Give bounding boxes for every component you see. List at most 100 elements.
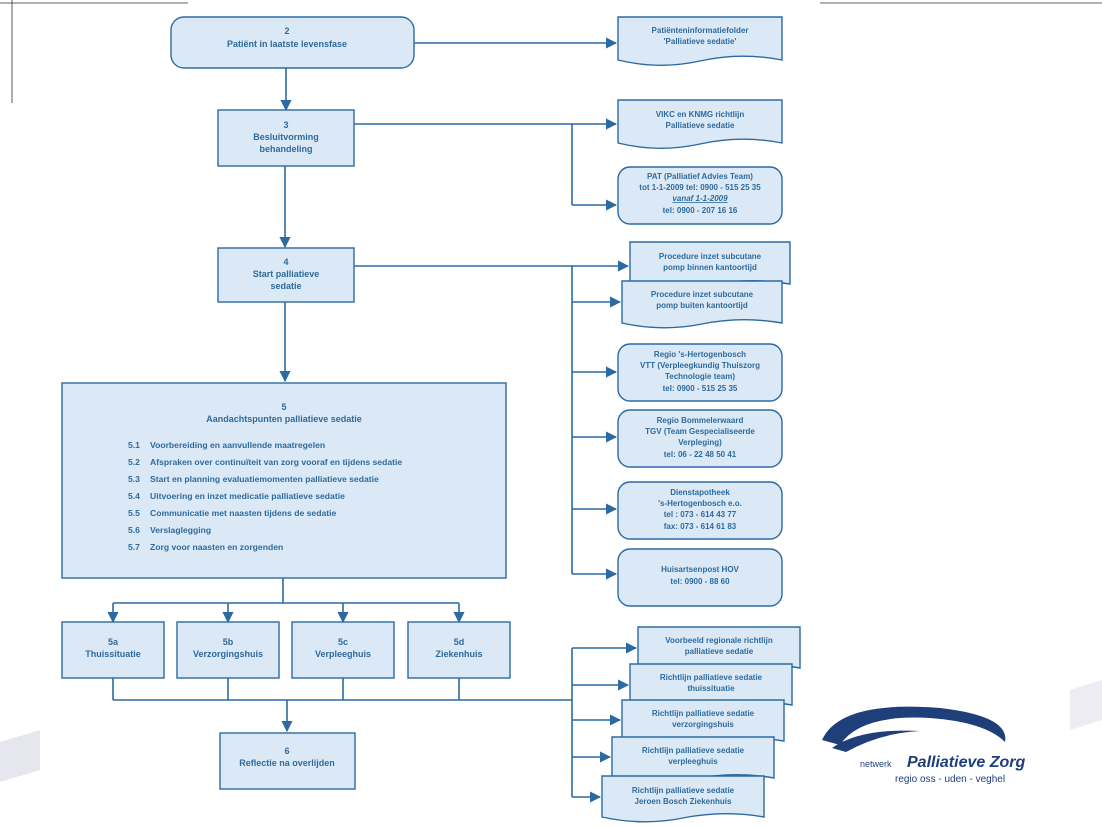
doc-tgv-contact: Regio Bommelerwaard TGV (Team Gespeciali… [617,409,783,468]
step-6-number: 6 [284,746,289,756]
step-5-item-text: Start en planning evaluatiemomenten pall… [150,474,379,484]
step-2-box: 2 Patiënt in laatste levensfase [170,16,415,69]
step-6-box: 6 Reflectie na overlijden [219,732,356,790]
decor-shape-right [1070,680,1102,730]
logo-name: Palliatieve Zorg [907,754,1025,771]
logo-swoosh-icon [822,706,1006,745]
doc-verpleeg-line2: verpleeghuis [668,757,718,766]
step-5-item-number: 5.6 [128,525,140,535]
doc-apotheek-line3: tel : 073 - 614 43 77 [664,510,737,519]
step-5-title: Aandachtspunten palliatieve sedatie [206,414,362,424]
step-4-label-line2: sedatie [270,281,301,291]
step-3-label-line1: Besluitvorming [253,132,319,142]
doc-verzorging-line1: Richtlijn palliatieve sedatie [652,709,755,718]
step-5a-number: 5a [108,637,119,647]
logo-region: regio oss - uden - veghel [895,774,1005,785]
step-5d-label: Ziekenhuis [435,649,482,659]
logo-swoosh-inner-icon [832,730,920,752]
step-5a-label: Thuissituatie [85,649,141,659]
doc-procedure-outside-hours: Procedure inzet subcutane pomp buiten ka… [621,280,783,329]
network-logo: netwerk Palliatieve Zorg regio oss - ude… [822,706,1025,785]
step-3-number: 3 [283,120,288,130]
step-5d-box: 5d Ziekenhuis [407,621,511,679]
step-6-label: Reflectie na overlijden [239,758,335,768]
doc-vikc-line2: Palliatieve sedatie [666,121,735,130]
doc-gp-post-contact: Huisartsenpost HOV tel: 0900 - 88 60 [617,548,783,607]
step-5c-number: 5c [338,637,348,647]
doc-vtt-line2: VTT (Verpleegkundig Thuiszorg [640,361,760,370]
doc-patient-folder-line2: 'Palliatieve sedatie' [664,37,737,46]
doc-patient-folder-line1: Patiënteninformatiefolder [652,26,749,35]
connectors [107,37,638,803]
doc-vtt-contact: Regio 's-Hertogenbosch VTT (Verpleegkund… [617,343,783,402]
step-5-item-text: Afspraken over continuïteit van zorg voo… [150,457,402,467]
doc-vtt-line3: Technologie team) [665,372,735,381]
doc-pat-line2: tot 1-1-2009 tel: 0900 - 515 25 35 [639,183,761,192]
doc-tgv-line4: tel: 06 - 22 48 50 41 [664,450,737,459]
doc-hov-line1: Huisartsenpost HOV [661,565,739,574]
step-4-number: 4 [283,257,288,267]
doc-patient-folder: Patiënteninformatiefolder 'Palliatieve s… [617,16,783,66]
step-5c-label: Verpleeghuis [315,649,371,659]
step-5-item-number: 5.5 [128,508,140,518]
step-2-label: Patiënt in laatste levensfase [227,39,347,49]
step-2-number: 2 [284,26,289,36]
decor-shape-left [0,730,40,782]
step-4-box: 4 Start palliatieve sedatie [217,247,355,303]
doc-proc-buiten-line1: Procedure inzet subcutane [651,290,754,299]
step-5-item-text: Communicatie met naasten tijdens de seda… [150,508,336,518]
step-5-box: 5 Aandachtspunten palliatieve sedatie 5.… [61,382,507,579]
doc-hov-line2: tel: 0900 - 88 60 [670,577,730,586]
doc-regionaal-line1: Voorbeeld regionale richtlijn [665,636,773,645]
doc-apotheek-line2: 's-Hertogenbosch e.o. [658,499,742,508]
doc-pharmacy-contact: Dienstapotheek 's-Hertogenbosch e.o. tel… [617,481,783,540]
doc-pat-advice-team: PAT (Palliatief Advies Team) tot 1-1-200… [617,166,783,225]
step-5-item-text: Uitvoering en inzet medicatie palliatiev… [150,491,345,501]
step-5b-label: Verzorgingshuis [193,649,263,659]
step-5d-number: 5d [454,637,465,647]
doc-vtt-line4: tel: 0900 - 515 25 35 [663,384,738,393]
doc-tgv-line3: Verpleging) [678,438,722,447]
doc-pat-line3: vanaf 1-1-2009 [672,194,728,203]
step-5-number: 5 [281,402,286,412]
doc-proc-binnen-line1: Procedure inzet subcutane [659,252,762,261]
step-5-item-text: Voorbereiding en aanvullende maatregelen [150,440,325,450]
doc-jbz-line2: Jeroen Bosch Ziekenhuis [635,797,732,806]
doc-apotheek-line1: Dienstapotheek [670,488,730,497]
doc-vikc-line1: VIKC en KNMG richtlijn [656,110,745,119]
step-5-item-number: 5.3 [128,474,140,484]
doc-tgv-line2: TGV (Team Gespecialiseerde [645,427,755,436]
step-5-item-number: 5.7 [128,542,140,552]
step-5-item-number: 5.2 [128,457,140,467]
doc-proc-buiten-line2: pomp buiten kantoortijd [656,301,748,310]
doc-vtt-line1: Regio 's-Hertogenbosch [654,350,746,359]
doc-verzorging-line2: verzorgingshuis [672,720,734,729]
doc-jbz-line1: Richtlijn palliatieve sedatie [632,786,735,795]
step-5-item-number: 5.1 [128,440,140,450]
doc-thuis-line1: Richtlijn palliatieve sedatie [660,673,763,682]
doc-pat-line4: tel: 0900 - 207 16 16 [663,206,738,215]
step-5a-box: 5a Thuissituatie [61,621,165,679]
doc-tgv-line1: Regio Bommelerwaard [657,416,744,425]
doc-proc-binnen-line2: pomp binnen kantoortijd [663,263,757,272]
doc-thuis-line2: thuissituatie [687,684,735,693]
step-3-box: 3 Besluitvorming behandeling [217,109,355,167]
logo-prefix: netwerk [860,759,892,769]
step-3-label-line2: behandeling [259,144,312,154]
step-5-item-text: Verslaglegging [150,525,211,535]
step-5-list: 5.1 Voorbereiding en aanvullende maatreg… [128,440,402,552]
doc-pat-line1: PAT (Palliatief Advies Team) [647,172,753,181]
doc-regionaal-line2: palliatieve sedatie [685,647,754,656]
doc-vikc-guideline: VIKC en KNMG richtlijn Palliatieve sedat… [617,99,783,149]
doc-hospital-guideline: Richtlijn palliatieve sedatie Jeroen Bos… [601,775,765,823]
step-5b-number: 5b [223,637,234,647]
step-4-label-line1: Start palliatieve [253,269,320,279]
step-5-item-text: Zorg voor naasten en zorgenden [150,542,283,552]
step-5b-box: 5b Verzorgingshuis [176,621,280,679]
step-5-item-number: 5.4 [128,491,140,501]
doc-apotheek-line4: fax: 073 - 614 61 83 [664,522,737,531]
step-5c-box: 5c Verpleeghuis [291,621,395,679]
doc-verpleeg-line1: Richtlijn palliatieve sedatie [642,746,745,755]
